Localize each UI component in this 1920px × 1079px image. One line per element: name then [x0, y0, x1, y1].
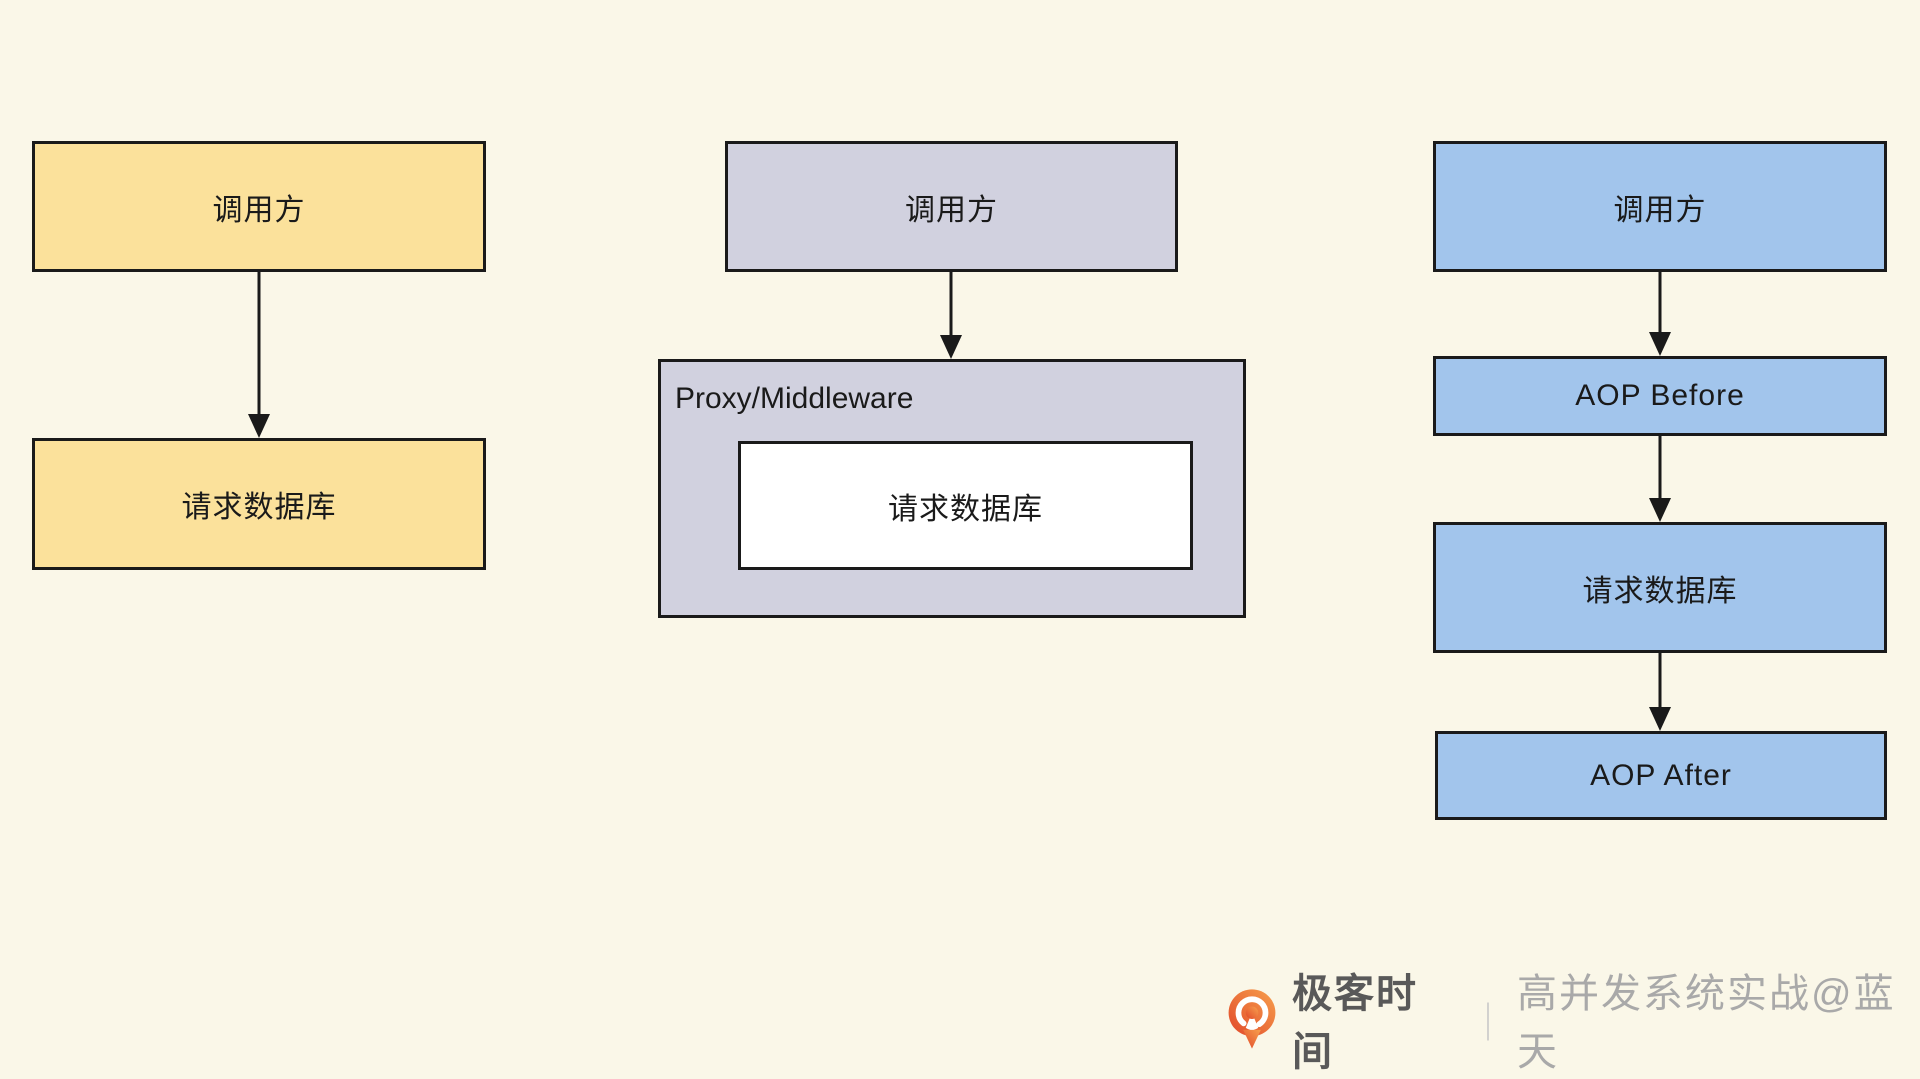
middle-flow-request-db-node: 请求数据库	[738, 441, 1193, 570]
middle-flow-caller-node: 调用方	[725, 141, 1178, 272]
arrowhead-icon	[248, 414, 270, 438]
middle-flow-caller-label: 调用方	[905, 193, 998, 227]
right-flow-aop-before-node: AOP Before	[1433, 356, 1887, 436]
arrow-shaft	[949, 272, 953, 337]
arrowhead-icon	[1649, 332, 1671, 356]
arrowhead-icon	[1649, 498, 1671, 522]
right-flow-aop-before-label: AOP Before	[1575, 379, 1745, 412]
arrow-down-icon	[1648, 653, 1672, 731]
right-flow-caller-label: 调用方	[1613, 193, 1707, 227]
arrow-shaft	[257, 272, 261, 416]
arrow-down-icon	[247, 272, 271, 438]
geektime-logo-icon	[1228, 989, 1276, 1049]
left-flow-caller-label: 调用方	[212, 193, 306, 227]
arrow-shaft	[1658, 653, 1662, 709]
left-flow-caller-node: 调用方	[32, 141, 486, 272]
right-flow-aop-after-label: AOP After	[1590, 758, 1732, 792]
proxy-middleware-container: Proxy/Middleware 请求数据库	[658, 359, 1246, 618]
right-flow-caller-node: 调用方	[1433, 141, 1887, 272]
right-flow-request-db-label: 请求数据库	[1582, 574, 1738, 608]
arrow-shaft	[1658, 272, 1662, 334]
brand-name: 极客时间	[1292, 972, 1418, 1074]
arrow-down-icon	[939, 272, 963, 359]
footer-divider: ｜	[1468, 1002, 1507, 1045]
arrowhead-icon	[940, 335, 962, 359]
credit-text: 高并发系统实战@蓝天	[1516, 972, 1896, 1074]
watermark: 极客时间 ｜ 高并发系统实战@蓝天	[1226, 972, 1920, 1074]
middle-flow-request-db-label: 请求数据库	[888, 492, 1043, 526]
arrow-shaft	[1658, 436, 1662, 500]
left-flow-request-db-label: 请求数据库	[181, 491, 337, 524]
left-flow-request-db-node: 请求数据库	[32, 438, 486, 570]
right-flow-aop-after-node: AOP After	[1435, 731, 1887, 820]
arrow-down-icon	[1648, 436, 1672, 522]
right-flow-request-db-node: 请求数据库	[1433, 522, 1887, 653]
arrowhead-icon	[1649, 707, 1671, 731]
proxy-middleware-label: Proxy/Middleware	[675, 382, 914, 415]
arrow-down-icon	[1648, 272, 1672, 356]
